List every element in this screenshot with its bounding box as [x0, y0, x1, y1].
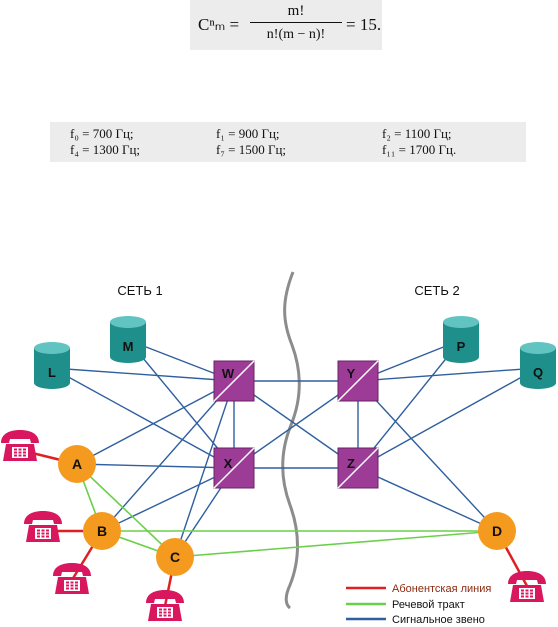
database-label: Q [533, 365, 543, 380]
network-1-title: СЕТЬ 1 [117, 283, 162, 298]
database-label: M [123, 339, 134, 354]
telephone-icon [53, 563, 91, 594]
formula-numerator: m! [287, 3, 305, 19]
frequency-f1: f₁ = 900 Гц; [216, 126, 280, 141]
switch-Z: Z [337, 447, 379, 489]
network-separator [281, 271, 301, 610]
node-label: A [72, 456, 82, 472]
fraction-bar [250, 22, 342, 23]
switch-Y: Y [337, 360, 379, 402]
switch-label: Z [347, 456, 355, 471]
combination-formula: Cⁿₘ = m! n!(m − n)! = 15. [190, 0, 382, 50]
database-M: M [110, 316, 146, 363]
node-D: D [478, 512, 516, 550]
speech-paths [76, 463, 498, 558]
frequency-table: f₀ = 700 Гц; f₁ = 900 Гц; f₂ = 1100 Гц; … [50, 122, 526, 162]
database-L: L [34, 342, 70, 389]
database-icon [110, 322, 146, 363]
telephone-icon [1, 430, 39, 461]
telephone-icon [24, 511, 62, 542]
database-icon [34, 348, 70, 389]
database-P: P [443, 316, 479, 363]
network-2-title: СЕТЬ 2 [414, 283, 459, 298]
node-label: B [97, 523, 107, 539]
frequency-f0: f₀ = 700 Гц; [70, 126, 134, 141]
formula-lhs: Cⁿₘ = [198, 15, 240, 34]
node-label: D [492, 523, 502, 539]
node-B: B [83, 512, 121, 550]
node-label: C [170, 549, 180, 565]
signal-links [51, 339, 539, 558]
frequency-f4: f₄ = 1300 Гц; [70, 142, 141, 157]
database-icon [520, 348, 556, 389]
database-icon [443, 322, 479, 363]
switch-label: Y [347, 366, 356, 381]
switch-label: X [224, 456, 233, 471]
database-Q: Q [520, 342, 556, 389]
formula-result: = 15. [346, 15, 382, 34]
database-label: L [48, 365, 56, 380]
frequency-f7: f₇ = 1500 Гц; [216, 142, 287, 157]
switch-W: W [213, 360, 255, 402]
frequency-f11: f₁₁ = 1700 Гц. [382, 142, 457, 157]
telephone-icon [508, 571, 546, 602]
formula-denominator: n!(m − n)! [266, 27, 326, 42]
telephone-icon [146, 590, 184, 621]
legend-speech-path: Речевой тракт [392, 599, 465, 611]
legend-signal-link: Сигнальное звено [392, 614, 485, 626]
node-A: A [58, 445, 96, 483]
switch-label: W [222, 366, 235, 381]
legend: Абонентская линия Речевой тракт Сигнальн… [346, 583, 491, 626]
node-C: C [156, 538, 194, 576]
frequency-f2: f₂ = 1100 Гц; [382, 126, 452, 141]
formula-fraction: m! n!(m − n)! [250, 2, 342, 44]
switch-X: X [213, 447, 255, 489]
legend-subscriber-line: Абонентская линия [392, 583, 491, 595]
database-label: P [457, 339, 466, 354]
